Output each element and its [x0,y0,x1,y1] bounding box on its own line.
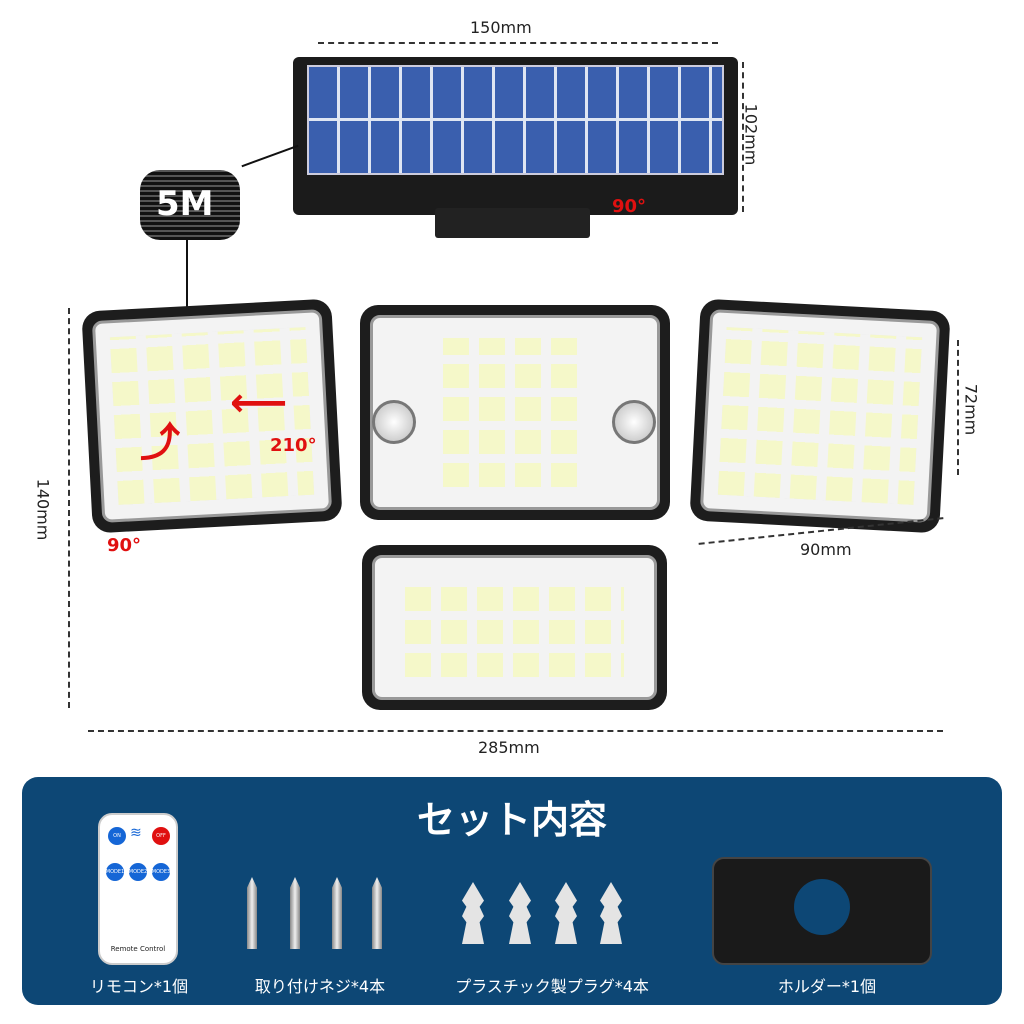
item-label-holder: ホルダー*1個 [777,977,877,996]
mode3-button: MODE3 [152,863,170,881]
total-width-line [88,730,943,732]
solar-width-label: 150mm [470,18,532,37]
cable-length-label: 5M [156,184,214,224]
mode1-button: MODE1 [106,863,124,881]
plug-icon [462,882,484,944]
total-height-label: 140mm [33,478,53,541]
solar-mount [435,208,590,238]
total-height-line [68,308,70,708]
motion-sensor-right [612,400,656,444]
screw-icon [372,877,382,949]
item-label-plugs: プラスチック製プラグ*4本 [455,977,649,996]
left-light-panel [81,298,343,534]
solar-height-label: 102mm [741,103,761,166]
left-vertical-arrow: ⤴ [140,420,180,466]
plug-icon [555,882,577,944]
total-width-label: 285mm [478,738,540,757]
remote-control: ON ≋ OFF MODE1 MODE2 MODE3 Remote Contro… [98,813,178,965]
motion-sensor-left [372,400,416,444]
plug-icon [509,882,531,944]
cable-coil [140,170,240,240]
screw-icon [247,877,257,949]
right-light-panel [689,298,951,534]
mode2-button: MODE2 [129,863,147,881]
left-horizontal-arrow: ⟵ [230,380,288,426]
screw-icon [290,877,300,949]
side-height-label: 72mm [961,383,981,436]
solar-rotation-label: 90° [612,196,647,217]
solar-width-line [318,42,718,44]
item-label-screws: 取り付けネジ*4本 [254,977,386,996]
side-width-label: 90mm [800,540,852,559]
side-vertical-rotation-label: 90° [107,535,142,556]
solar-panel [293,57,738,215]
item-label-remote: リモコン*1個 [89,977,189,996]
holder-bracket [712,857,932,965]
solar-height-line [742,62,744,212]
cable [241,144,299,168]
wifi-icon: ≋ [130,825,142,841]
off-button: OFF [152,827,170,845]
screw-icon [332,877,342,949]
plug-icon [600,882,622,944]
on-button: ON [108,827,126,845]
center-light-panel [360,305,670,520]
side-height-line [957,340,959,475]
bottom-light-panel [362,545,667,710]
side-horizontal-rotation-label: 210° [270,435,317,456]
set-contents-title: セット内容 [416,798,607,842]
remote-caption: Remote Control [110,945,166,953]
cable [186,238,188,308]
set-contents-panel: セット内容 ON ≋ OFF MODE1 MODE2 MODE3 Remote … [22,777,1002,1005]
